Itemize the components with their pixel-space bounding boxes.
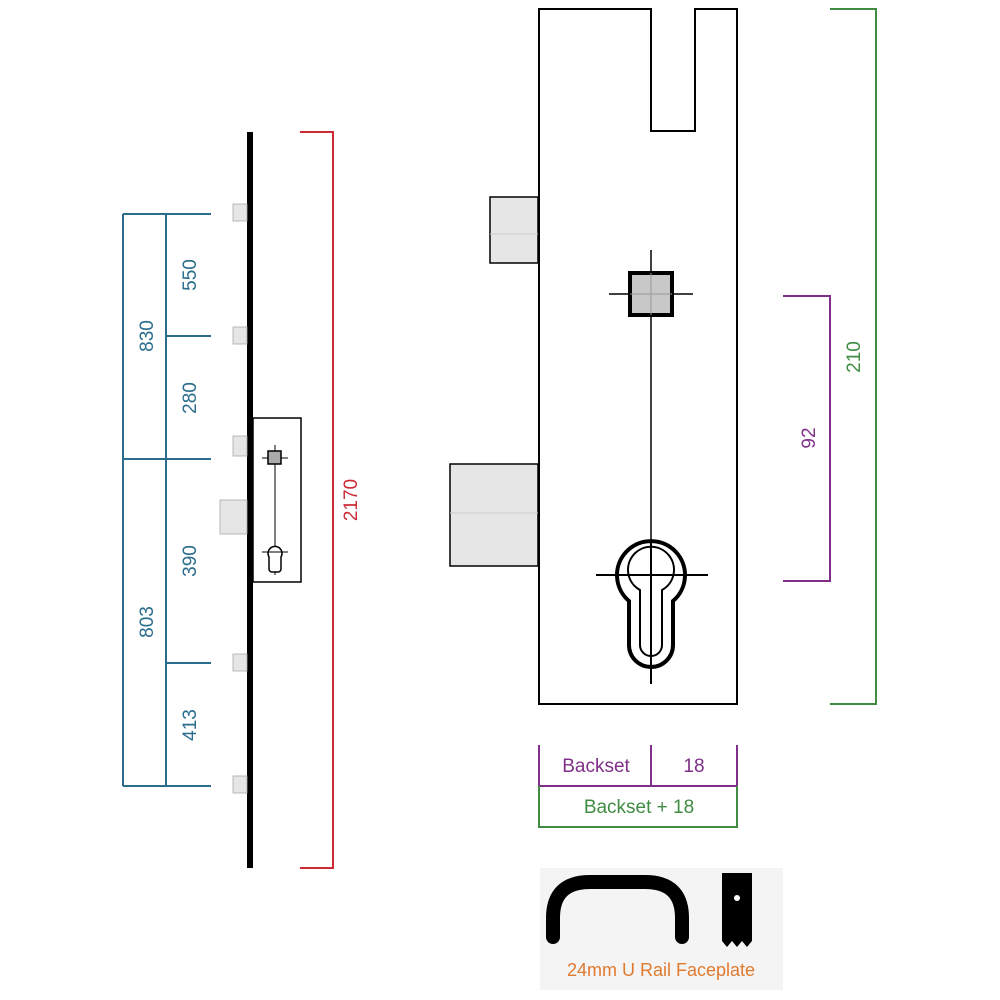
backset-label: Backset <box>562 756 630 777</box>
purple-backset-bracket <box>538 745 738 787</box>
dim-210: 210 <box>844 341 865 373</box>
euro-cylinder-small <box>262 545 288 573</box>
red-overall-bracket <box>300 131 334 869</box>
gearbox-case <box>538 8 738 705</box>
lock-full-view: 830 803 550 280 390 413 2170 <box>122 131 362 869</box>
locking-point-4 <box>232 653 248 672</box>
faceplate-section-icon <box>722 873 752 947</box>
latch-bolt <box>449 463 539 567</box>
locking-point-5 <box>232 775 248 794</box>
faceplate-screw-hole-icon <box>734 895 740 901</box>
spindle-hole-small <box>267 450 282 465</box>
locking-point-2 <box>232 326 248 345</box>
dim-390: 390 <box>180 545 201 577</box>
dim-92: 92 <box>799 427 820 448</box>
gearbox-detail-view: 92 210 Backset 18 Backset + 18 <box>449 8 877 828</box>
euro-cylinder-cutout <box>596 539 708 684</box>
dim-550: 550 <box>180 259 201 291</box>
blue-dimension-frame <box>122 213 211 787</box>
offset-18-label: 18 <box>683 756 704 777</box>
dim-280: 280 <box>180 382 201 414</box>
latch-bolt-small <box>219 499 248 535</box>
locking-point-1 <box>232 203 248 222</box>
faceplate-panel: 24mm U Rail Faceplate <box>540 868 783 990</box>
u-rail-profile-icon <box>546 875 689 944</box>
faceplate-rail <box>247 132 253 868</box>
dim-413: 413 <box>180 709 201 741</box>
green-backset-total-bracket <box>538 786 738 828</box>
dim-830: 830 <box>137 320 158 352</box>
locking-point-3 <box>232 435 248 457</box>
backset-total-label: Backset + 18 <box>584 797 694 818</box>
deadbolt <box>489 196 539 264</box>
dim-803: 803 <box>137 606 158 638</box>
green-210-bracket <box>830 8 877 705</box>
faceplate-caption: 24mm U Rail Faceplate <box>567 960 755 980</box>
dim-2170: 2170 <box>341 479 362 521</box>
purple-92-bracket <box>783 295 831 582</box>
